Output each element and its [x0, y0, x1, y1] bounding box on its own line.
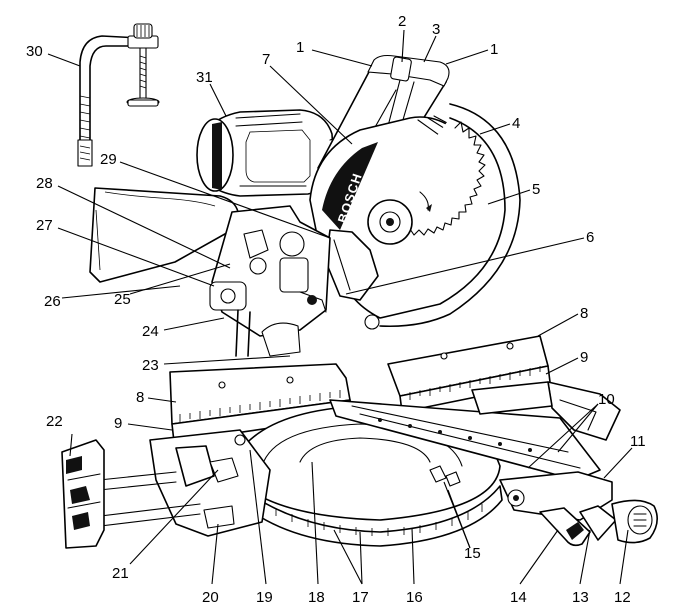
callout-21: 21: [112, 565, 129, 582]
callout-1a: 1: [296, 39, 304, 56]
callout-31: 31: [196, 69, 213, 86]
miter-lock-handle: [499, 471, 658, 547]
callout-23: 23: [142, 357, 159, 374]
callout-2: 2: [398, 13, 406, 30]
material-support: [89, 187, 239, 283]
saw-blade: [339, 103, 521, 328]
callout-1b: 1: [490, 41, 498, 58]
callout-28: 28: [36, 175, 53, 192]
callout-11: 11: [630, 433, 646, 450]
leader-lines: [47, 29, 633, 585]
slide-and-bevel-assembly: [209, 205, 331, 357]
callout-9b: 9: [580, 349, 588, 366]
callout-26: 26: [44, 293, 61, 310]
callout-7: 7: [262, 51, 270, 68]
callout-24: 24: [142, 323, 159, 340]
callout-30: 30: [26, 43, 43, 60]
callout-16: 16: [406, 589, 423, 606]
callout-10: 10: [598, 391, 615, 408]
left-base: [149, 429, 271, 537]
callout-5: 5: [532, 181, 540, 198]
callout-14: 14: [510, 589, 527, 606]
callout-6: 6: [586, 229, 594, 246]
hold-down-clamp: [77, 23, 160, 167]
callout-25: 25: [114, 291, 131, 308]
callout-4: 4: [512, 115, 520, 132]
right-base: [471, 381, 621, 441]
left-fence: [169, 363, 353, 443]
callout-12: 12: [614, 589, 631, 606]
callout-13: 13: [572, 589, 589, 606]
callout-8b: 8: [580, 305, 588, 322]
callout-3: 3: [432, 21, 440, 38]
callout-labels: 1 2 3 1 4 5 6 7 8 8 9 9 10 11 12 13 14 1…: [26, 13, 646, 606]
callout-18: 18: [308, 589, 325, 606]
callout-19: 19: [256, 589, 273, 606]
callout-20: 20: [202, 589, 219, 606]
callout-22: 22: [46, 413, 63, 430]
callout-9a: 9: [114, 415, 122, 432]
left-extension-end: [61, 439, 105, 549]
callout-8a: 8: [136, 389, 144, 406]
motor-housing: [196, 109, 357, 197]
callout-17: 17: [352, 589, 369, 606]
callout-27: 27: [36, 217, 53, 234]
callout-29: 29: [100, 151, 117, 168]
callout-15: 15: [464, 545, 481, 562]
